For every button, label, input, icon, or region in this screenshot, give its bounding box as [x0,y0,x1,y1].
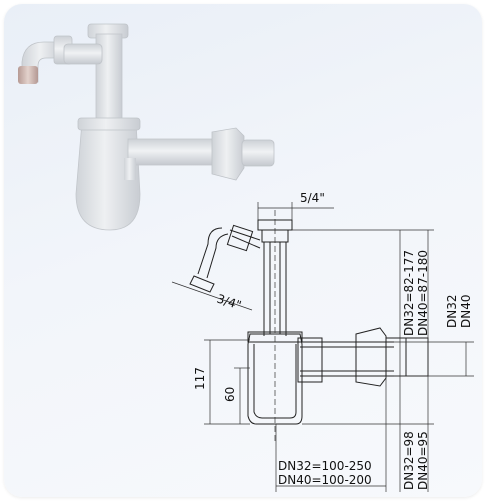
inlet-range-dn40-label: DN40=87-180 [416,250,430,336]
bottom-dn40-label: DN40=95 [416,431,430,490]
outlet-dn32-label: DN32 [445,295,459,329]
height-inner-label: 60 [223,387,237,402]
horizontal-dn40-label: DN40=100-200 [278,473,372,487]
bottle-siphon-photo [18,23,275,231]
bottom-dn32-label: DN32=98 [402,431,416,490]
outlet-dn40-label: DN40 [459,295,473,329]
product-card: 5/4" 3/4" 117 60 DN32=82-177 DN40=87-180… [4,4,482,497]
inlet-range-dn32-label: DN32=82-177 [402,250,416,336]
top-thread-label: 5/4" [300,191,325,205]
technical-drawing: 5/4" 3/4" 117 60 DN32=82-177 DN40=87-180… [171,191,474,492]
side-thread-label: 3/4" [215,292,243,313]
horizontal-dn32-label: DN32=100-250 [278,459,372,473]
height-total-label: 117 [193,367,207,390]
